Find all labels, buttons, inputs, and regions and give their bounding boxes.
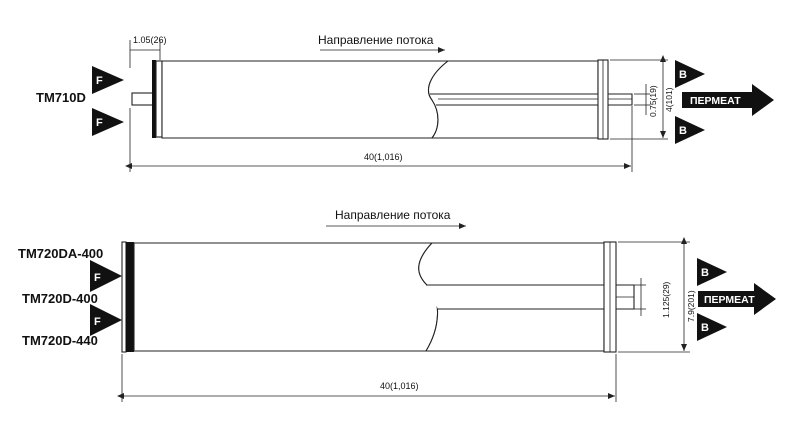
bottom-brine-marker-upper: B <box>697 258 727 286</box>
svg-text:B: B <box>701 322 709 334</box>
top-left-flange-inner <box>155 60 163 138</box>
svg-text:F: F <box>96 75 103 87</box>
top-length-dim: 40(1,016) <box>364 152 403 162</box>
bottom-model-label-3: TM720D-440 <box>22 333 98 348</box>
top-diameter-dim: 4(101) <box>664 87 674 112</box>
bottom-model-label-2: TM720D-400 <box>22 291 98 306</box>
svg-text:B: B <box>701 267 709 279</box>
svg-text:B: B <box>679 125 687 137</box>
bottom-left-flange-outer <box>121 241 127 353</box>
bottom-permeate-arrow: ПЕРМЕАТ <box>698 283 776 315</box>
top-left-flange <box>152 60 156 138</box>
bottom-diameter-dim: 7.9(201) <box>686 290 696 322</box>
top-permeate-arrow: ПЕРМЕАТ <box>682 84 774 116</box>
svg-text:F: F <box>94 316 101 328</box>
top-tube-dim: 0.75(19) <box>648 85 658 117</box>
bottom-length-dim: 40(1,016) <box>380 381 419 391</box>
top-brine-marker-lower: B <box>675 116 705 144</box>
top-end-cap-dim: 1.05(26) <box>133 35 167 45</box>
top-feed-marker-upper: F <box>92 66 124 94</box>
top-permeate-tube <box>430 93 633 106</box>
top-feed-marker-lower: F <box>92 108 124 136</box>
svg-text:F: F <box>96 117 103 129</box>
bottom-permeate-tube <box>426 284 635 310</box>
top-inlet-stub <box>131 92 155 106</box>
top-element: Направление потока 1.05(26) TM710D F F <box>36 33 774 172</box>
top-flow-direction-label: Направление потока <box>318 33 434 47</box>
top-body-left <box>161 60 450 139</box>
bottom-left-flange <box>126 242 134 352</box>
bottom-tube-dim: 1.125(29) <box>661 281 671 318</box>
bottom-feed-marker-lower: F <box>90 304 122 336</box>
svg-text:ПЕРМЕАТ: ПЕРМЕАТ <box>690 95 741 107</box>
svg-text:F: F <box>94 272 101 284</box>
svg-text:B: B <box>679 69 687 81</box>
bottom-body-left <box>133 242 439 352</box>
bottom-feed-marker-upper: F <box>90 260 122 292</box>
top-model-label: TM710D <box>36 90 86 105</box>
svg-text:ПЕРМЕАТ: ПЕРМЕАТ <box>704 294 755 306</box>
bottom-element: Направление потока TM720DA-400 TM720D-40… <box>18 208 776 402</box>
bottom-flow-direction-label: Направление потока <box>335 208 451 222</box>
bottom-brine-marker-lower: B <box>697 313 727 341</box>
top-brine-marker-upper: B <box>675 60 705 88</box>
bottom-model-label-1: TM720DA-400 <box>18 246 103 261</box>
